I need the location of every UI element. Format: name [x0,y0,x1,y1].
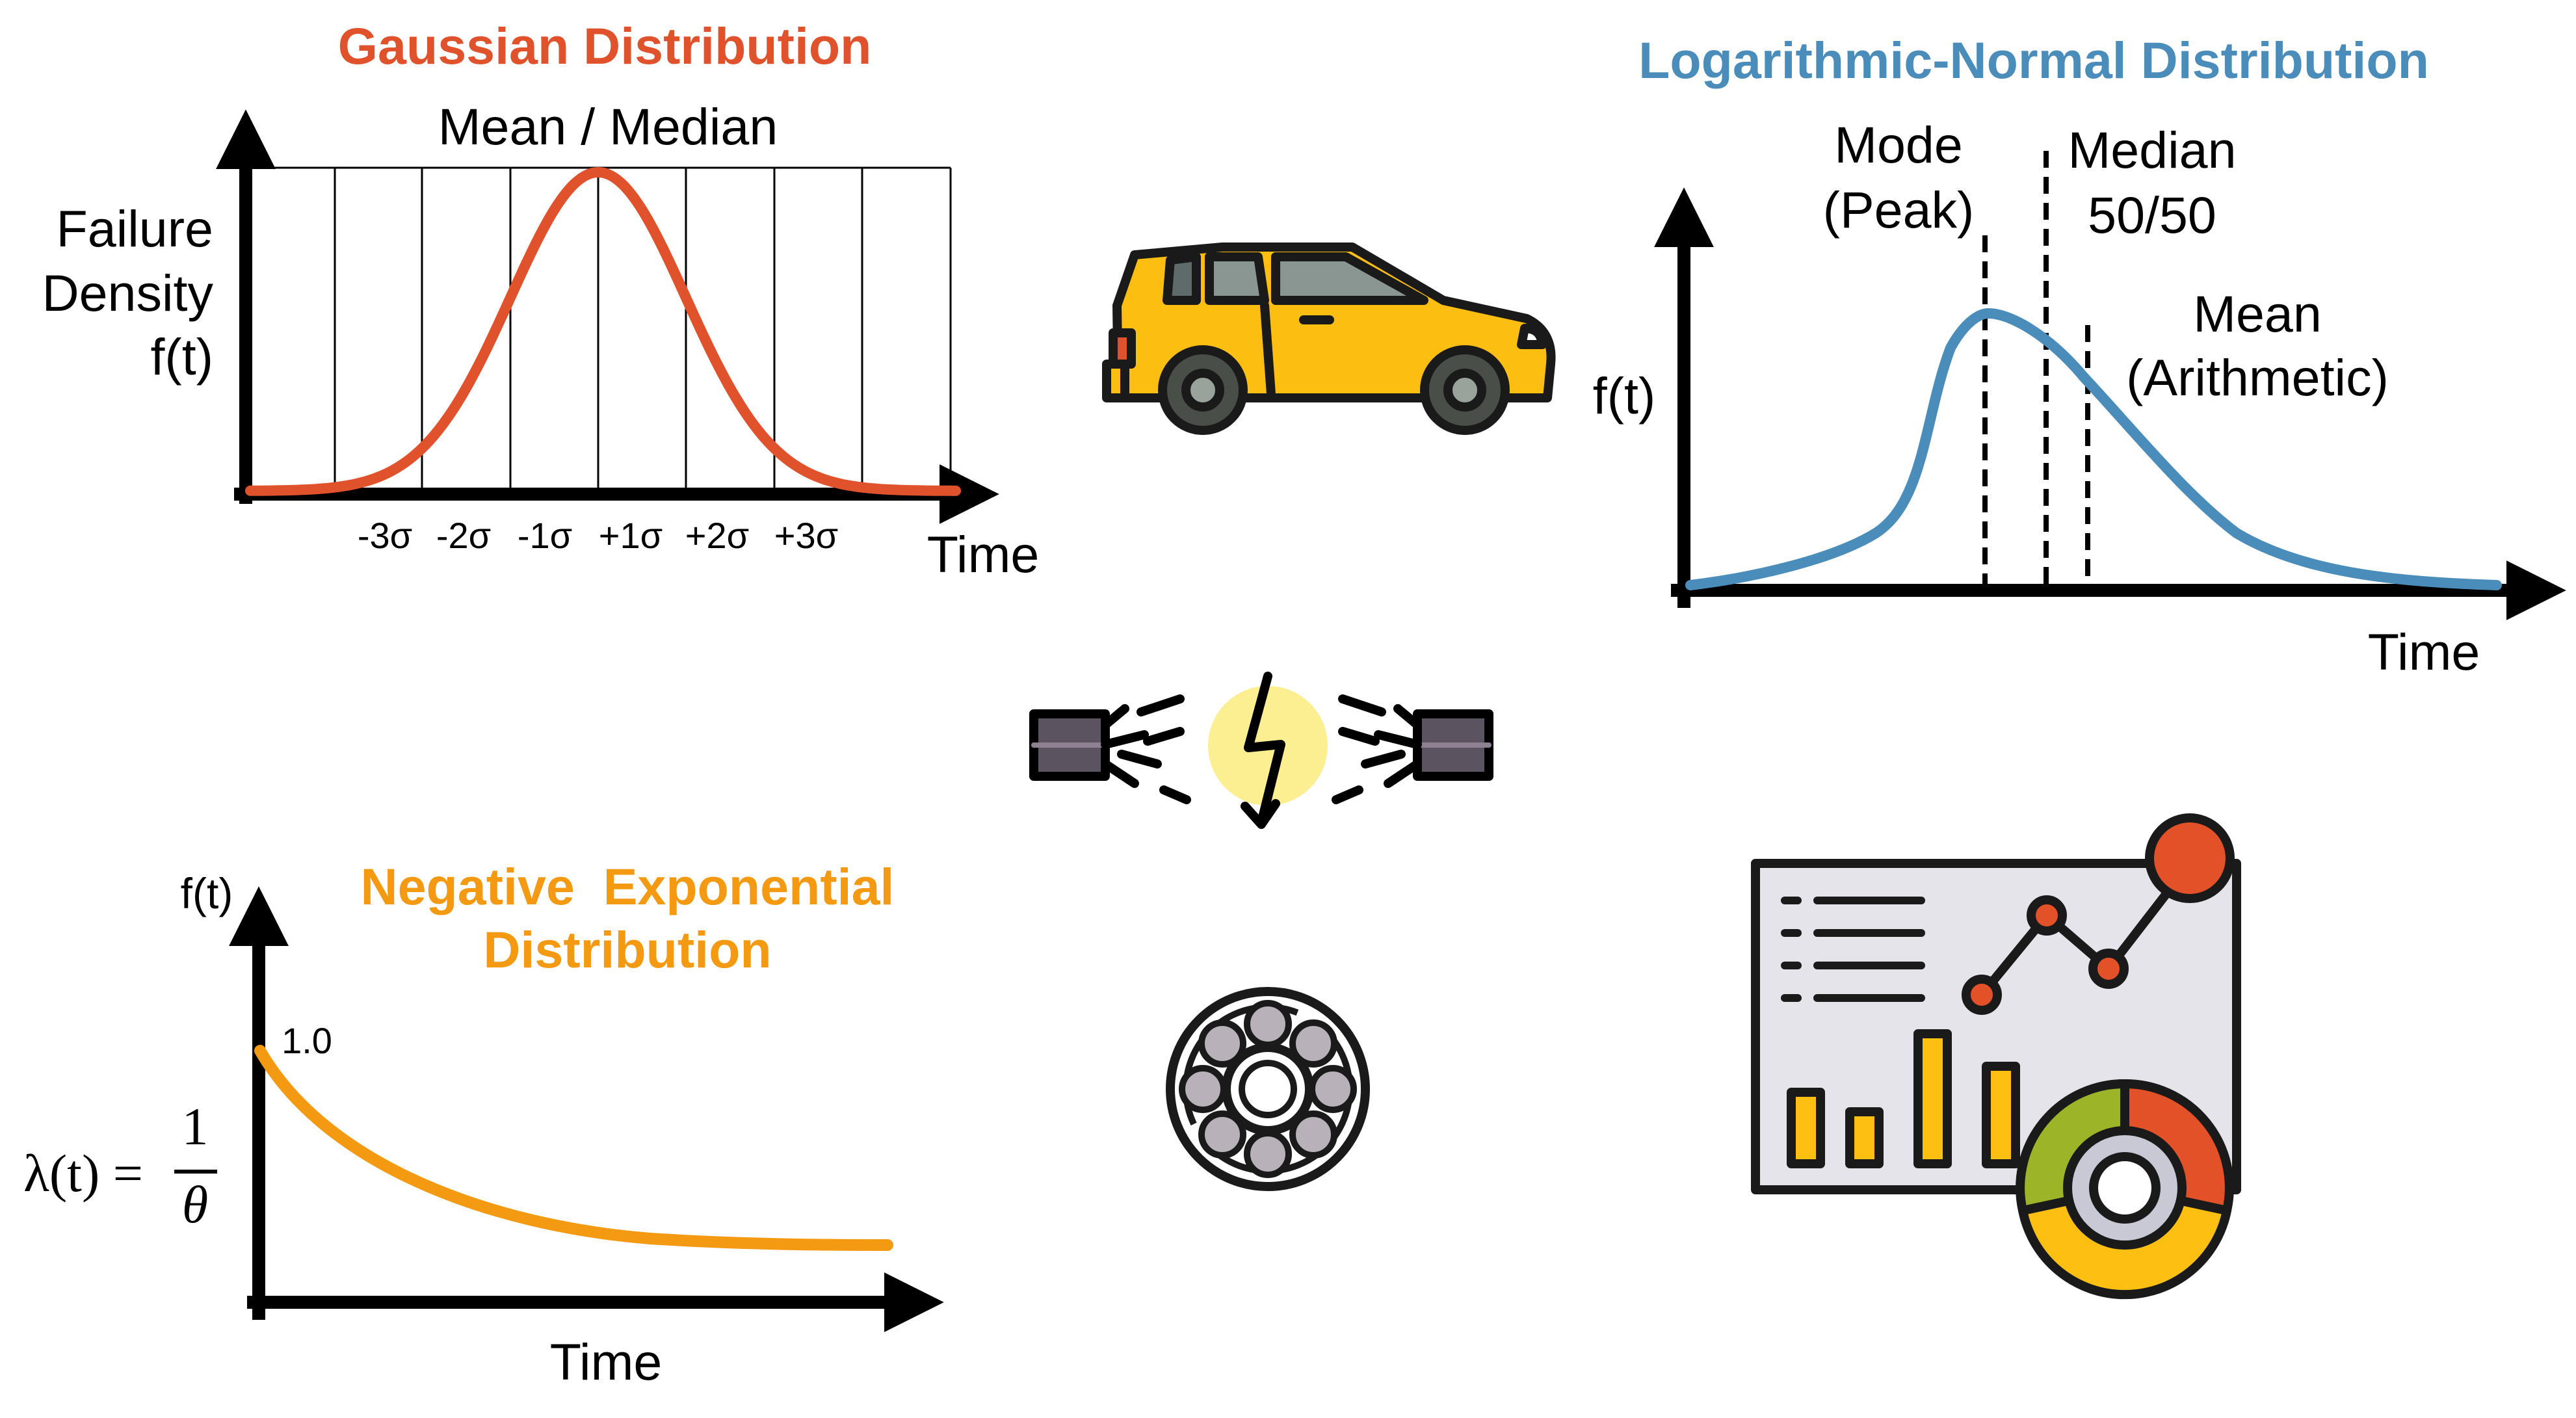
broken-cable-icon [1029,672,1493,829]
sigma-tick-minus-3: -3σ [358,515,412,556]
sigma-tick-minus-2: -2σ [436,515,491,556]
car-icon [1102,243,1556,435]
gaussian-grid [246,166,952,494]
analytics-dashboard-icon [1751,813,2241,1300]
gaussian-ylabel-line-2: Density [42,264,214,322]
gaussian-ylabel: Failure Density f(t) [42,200,214,386]
lognormal-median-line-1: Median [2068,121,2236,179]
gaussian-sigma-ticks: -3σ -2σ -1σ +1σ +2σ +3σ [358,515,838,556]
exponential-ylabel: f(t) [181,869,233,917]
lognormal-ylabel: f(t) [1593,367,1656,425]
sigma-tick-plus-1: +1σ [599,515,663,556]
formula-lhs: λ(t) = [23,1144,143,1203]
gaussian-xlabel: Time [927,525,1040,583]
gaussian-title: Gaussian Distribution [338,17,872,75]
lognormal-mode-line-1: Mode [1834,116,1963,174]
exponential-title-line-1: Negative Exponential [361,858,895,915]
lognormal-curve [1685,308,2502,590]
formula-numerator: 1 [182,1097,209,1156]
lognormal-panel: Logarithmic-Normal Distribution Mode (Pe… [1593,31,2566,681]
exponential-xlabel: Time [550,1333,663,1391]
gaussian-ylabel-line-1: Failure [57,200,213,257]
gaussian-ylabel-line-3: f(t) [150,328,213,386]
exponential-formula: λ(t) = 1 θ [23,1097,217,1234]
gaussian-peak-label: Mean / Median [438,98,778,155]
lognormal-mean-line-2: (Arithmetic) [2126,348,2389,406]
formula-denominator: θ [182,1175,208,1234]
gaussian-curve [245,166,961,496]
sigma-tick-plus-3: +3σ [774,515,838,556]
lognormal-mode-line-2: (Peak) [1823,181,1975,239]
lognormal-median-line-2: 50/50 [2088,186,2216,244]
lognormal-mean-line-1: Mean [2193,285,2322,343]
ball-bearing-icon [1166,987,1370,1191]
sigma-tick-plus-2: +2σ [685,515,749,556]
lognormal-xlabel: Time [2368,623,2480,681]
exponential-panel: Negative Exponential Distribution f(t) 1… [23,858,944,1391]
lognormal-title: Logarithmic-Normal Distribution [1638,31,2429,89]
sigma-tick-minus-1: -1σ [518,515,572,556]
exponential-curve [254,1045,893,1251]
exponential-title-line-2: Distribution [483,921,771,978]
exponential-start-value: 1.0 [282,1020,332,1061]
gaussian-panel: Gaussian Distribution Mean / Median Fail… [42,17,1040,583]
